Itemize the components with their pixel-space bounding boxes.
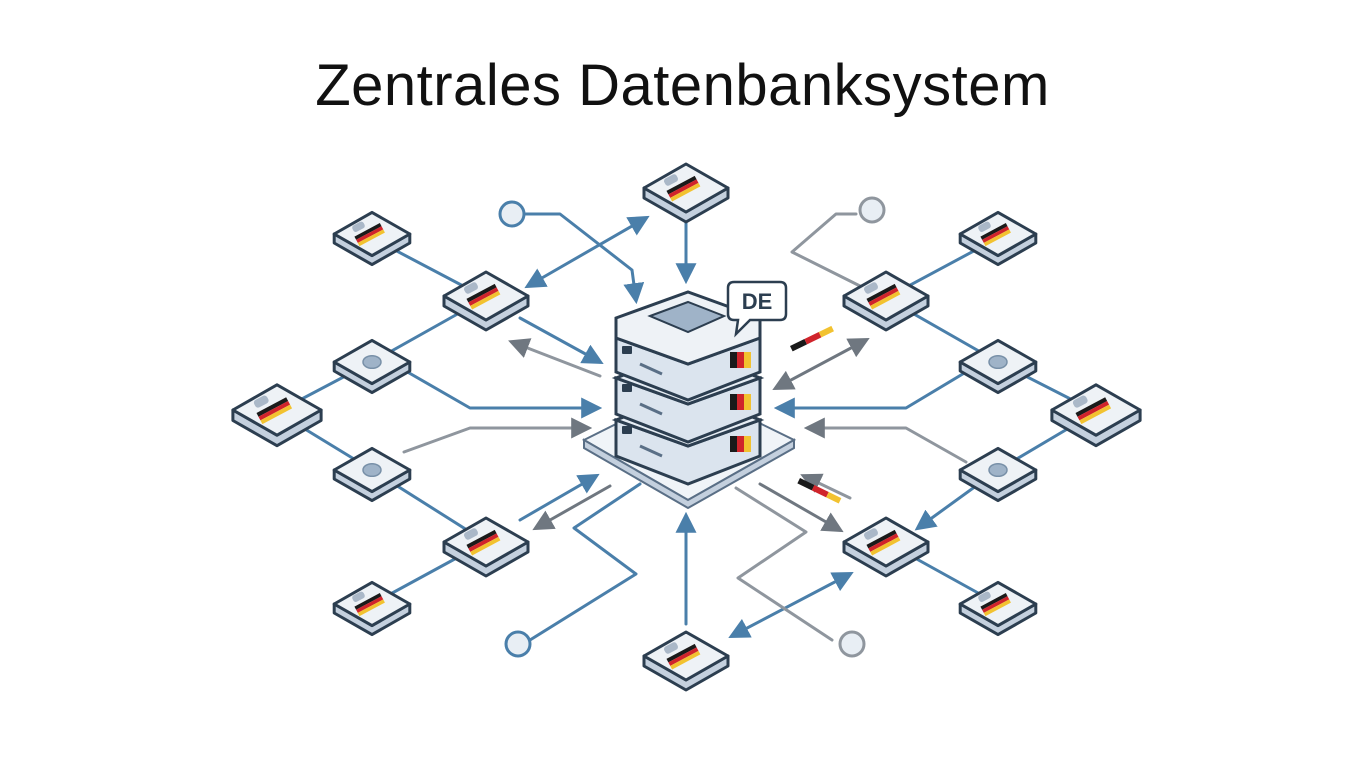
link-line	[803, 417, 968, 464]
network-node-icon	[332, 580, 412, 637]
network-node-icon	[332, 446, 412, 503]
link-line	[402, 368, 603, 419]
german-flag-icon	[980, 593, 1011, 617]
network-node-icon	[442, 270, 530, 332]
link-line	[734, 486, 834, 642]
link-line	[790, 212, 862, 288]
link-line	[508, 338, 602, 378]
german-flag-icon	[797, 478, 842, 504]
german-flag-icon	[466, 529, 501, 556]
network-node-icon	[1050, 383, 1142, 448]
network-node-icon	[642, 630, 730, 692]
german-flag-icon	[980, 223, 1011, 247]
link-line	[524, 215, 650, 289]
network-node-icon	[332, 338, 412, 395]
german-flag-icon	[866, 283, 901, 310]
endpoint-circle-icon	[498, 200, 526, 228]
endpoint-circle-icon	[858, 196, 886, 224]
link-line	[728, 572, 854, 638]
network-node-icon	[642, 162, 730, 224]
german-flag-icon	[1075, 397, 1112, 425]
endpoint-circle-icon	[504, 630, 532, 658]
network-node-icon	[958, 210, 1038, 267]
de-badge-label: DE	[742, 289, 773, 314]
link-line	[528, 482, 642, 642]
link-line	[772, 338, 870, 390]
link-line	[402, 417, 593, 454]
network-node-icon	[231, 383, 323, 448]
german-flag-icon	[354, 593, 385, 617]
endpoint-circle-icon	[838, 630, 866, 658]
network-node-icon	[958, 338, 1038, 395]
link-line	[773, 370, 968, 419]
page-title: Zentrales Datenbanksystem	[315, 53, 1050, 118]
german-flag-icon	[666, 175, 701, 202]
german-flag-icon	[790, 325, 834, 352]
link-line	[758, 482, 844, 533]
link-line	[518, 316, 604, 365]
german-flag-icon	[466, 283, 501, 310]
link-line	[513, 212, 645, 305]
link-line	[532, 484, 612, 531]
german-flag-icon	[354, 223, 385, 247]
network-node-icon	[958, 580, 1038, 637]
network-node-icon	[842, 516, 930, 578]
network-node-icon	[332, 210, 412, 267]
german-flag-icon	[666, 643, 701, 670]
network-node-icon	[958, 446, 1038, 503]
german-flag-icon	[866, 529, 901, 556]
database-server-stack-icon	[581, 290, 797, 510]
network-node-icon	[842, 270, 930, 332]
german-flag-icon	[256, 397, 293, 425]
network-node-icon	[442, 516, 530, 578]
link-line	[800, 473, 852, 500]
de-badge: DE	[726, 280, 788, 338]
link-line	[518, 473, 600, 522]
